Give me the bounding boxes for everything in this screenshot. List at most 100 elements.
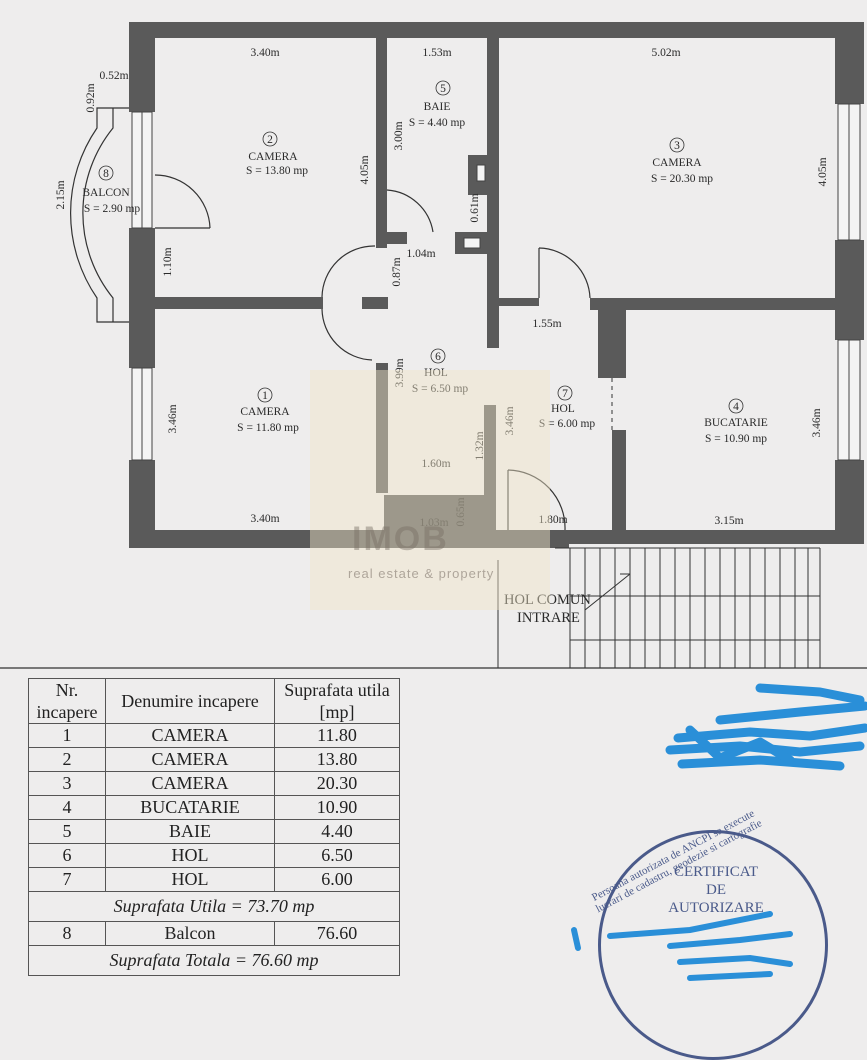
balcony-outline — [69, 107, 129, 323]
dim-label: 1.03m — [419, 517, 448, 529]
dim-label: 3.46m — [504, 406, 516, 435]
staircase — [555, 547, 821, 668]
entrance-sublabel: INTRARE — [517, 610, 580, 626]
watermark-logo: IMOB — [352, 520, 449, 558]
header-room-area: Suprafata utila [mp] — [274, 678, 400, 724]
dim-label: 1.60m — [421, 458, 450, 470]
dim-label: 0.87m — [391, 257, 403, 286]
dim-label: 4.05m — [359, 155, 371, 184]
header-room-number: Nr. incapere — [28, 678, 106, 724]
row-number: 7 — [28, 867, 106, 892]
windows — [131, 103, 861, 461]
dim-label: 0.65m — [455, 497, 467, 526]
row-name: HOL — [105, 867, 275, 892]
room-2-number: 2 — [267, 134, 273, 146]
row-area: 10.90 — [274, 795, 400, 820]
room-6-area: S = 6.50 mp — [412, 383, 469, 395]
row-number: 6 — [28, 843, 106, 868]
room-7-name: HOL — [551, 403, 575, 415]
entrance-label: HOL COMUN — [504, 592, 591, 608]
door-swings — [154, 174, 591, 531]
table-row: 7 HOL 6.00 — [28, 867, 400, 892]
room-6-name: HOL — [424, 367, 448, 379]
dim-label: 3.46m — [167, 404, 179, 433]
room-1-number: 1 — [262, 390, 268, 402]
row-number: 3 — [28, 771, 106, 796]
table-row: 1 CAMERA 11.80 — [28, 723, 400, 748]
exterior-walls — [129, 22, 864, 548]
row-name: Balcon — [105, 921, 275, 946]
table-row: 3 CAMERA 20.30 — [28, 771, 400, 796]
stamp-title: CERTIFICAT — [673, 864, 759, 880]
floor-plan: 2 CAMERA S = 13.80 mp 5 BAIE S = 4.40 mp… — [0, 22, 867, 669]
dim-label: 1.04m — [406, 248, 435, 260]
row-area: 13.80 — [274, 747, 400, 772]
room-4-number: 4 — [733, 401, 739, 413]
grand-total-row: Suprafata Totala = 76.60 mp — [28, 945, 400, 976]
row-number: 4 — [28, 795, 106, 820]
watermark-tagline: real estate & property — [348, 566, 495, 581]
row-area: 4.40 — [274, 819, 400, 844]
room-8-name: BALCON — [82, 187, 130, 199]
row-name: BUCATARIE — [105, 795, 275, 820]
redaction-scribble — [665, 683, 867, 771]
room-7-area: S = 6.00 mp — [539, 418, 596, 430]
row-number: 8 — [28, 921, 106, 946]
dim-label: 3.40m — [250, 47, 279, 59]
util-total: Suprafata Utila = 73.70 mp — [28, 891, 400, 922]
room-2-name: CAMERA — [248, 151, 298, 163]
stamp-autorizare: AUTORIZARE — [668, 900, 764, 916]
dim-label: 3.15m — [714, 515, 743, 527]
row-name: CAMERA — [105, 747, 275, 772]
dim-label: 3.99m — [394, 358, 406, 387]
stamp-de: DE — [706, 882, 726, 898]
dim-label: 1.32m — [474, 431, 486, 460]
row-number: 5 — [28, 819, 106, 844]
room-3-number: 3 — [674, 140, 680, 152]
dim-label: 3.40m — [250, 513, 279, 525]
dim-label: 0.52m — [99, 70, 128, 82]
dim-label: 1.80m — [538, 514, 567, 526]
room-4-name: BUCATARIE — [704, 417, 768, 429]
room-5-name: BAIE — [424, 101, 451, 113]
row-name: CAMERA — [105, 771, 275, 796]
row-area: 20.30 — [274, 771, 400, 796]
row-number: 1 — [28, 723, 106, 748]
table-row: 2 CAMERA 13.80 — [28, 747, 400, 772]
dim-label: 1.53m — [422, 47, 451, 59]
room-8-area: S = 2.90 mp — [84, 203, 141, 215]
room-2-area: S = 13.80 mp — [246, 165, 308, 177]
util-total-row: Suprafata Utila = 73.70 mp — [28, 891, 400, 922]
dim-label: 2.15m — [55, 180, 67, 209]
row-number: 2 — [28, 747, 106, 772]
row-area: 6.00 — [274, 867, 400, 892]
balcony-row: 8 Balcon 76.60 — [28, 921, 400, 946]
dim-label: 4.05m — [817, 157, 829, 186]
dim-label: 1.10m — [162, 247, 174, 276]
dim-label: 0.92m — [85, 83, 97, 112]
grand-total: Suprafata Totala = 76.60 mp — [28, 945, 400, 976]
dim-label: 3.00m — [393, 121, 405, 150]
table-row: 4 BUCATARIE 10.90 — [28, 795, 400, 820]
room-7-number: 7 — [562, 388, 568, 400]
row-name: CAMERA — [105, 723, 275, 748]
dim-label: 3.46m — [811, 408, 823, 437]
room-5-area: S = 4.40 mp — [409, 117, 466, 129]
room-5-number: 5 — [440, 83, 446, 95]
room-4-area: S = 10.90 mp — [705, 433, 767, 445]
header-room-name: Denumire incapere — [105, 678, 275, 724]
row-area: 6.50 — [274, 843, 400, 868]
row-area: 11.80 — [274, 723, 400, 748]
watermark-logo-area — [310, 370, 550, 610]
table-header-row: Nr. incapere Denumire incapere Suprafata… — [28, 678, 400, 724]
dim-label: 5.02m — [651, 47, 680, 59]
room-1-area: S = 11.80 mp — [237, 422, 299, 434]
room-number-circles — [98, 80, 744, 414]
dim-label: 1.55m — [532, 318, 561, 330]
row-name: HOL — [105, 843, 275, 868]
room-8-number: 8 — [103, 168, 109, 180]
table-row: 6 HOL 6.50 — [28, 843, 400, 868]
room-3-area: S = 20.30 mp — [651, 173, 713, 185]
room-1-name: CAMERA — [240, 406, 290, 418]
row-name: BAIE — [105, 819, 275, 844]
